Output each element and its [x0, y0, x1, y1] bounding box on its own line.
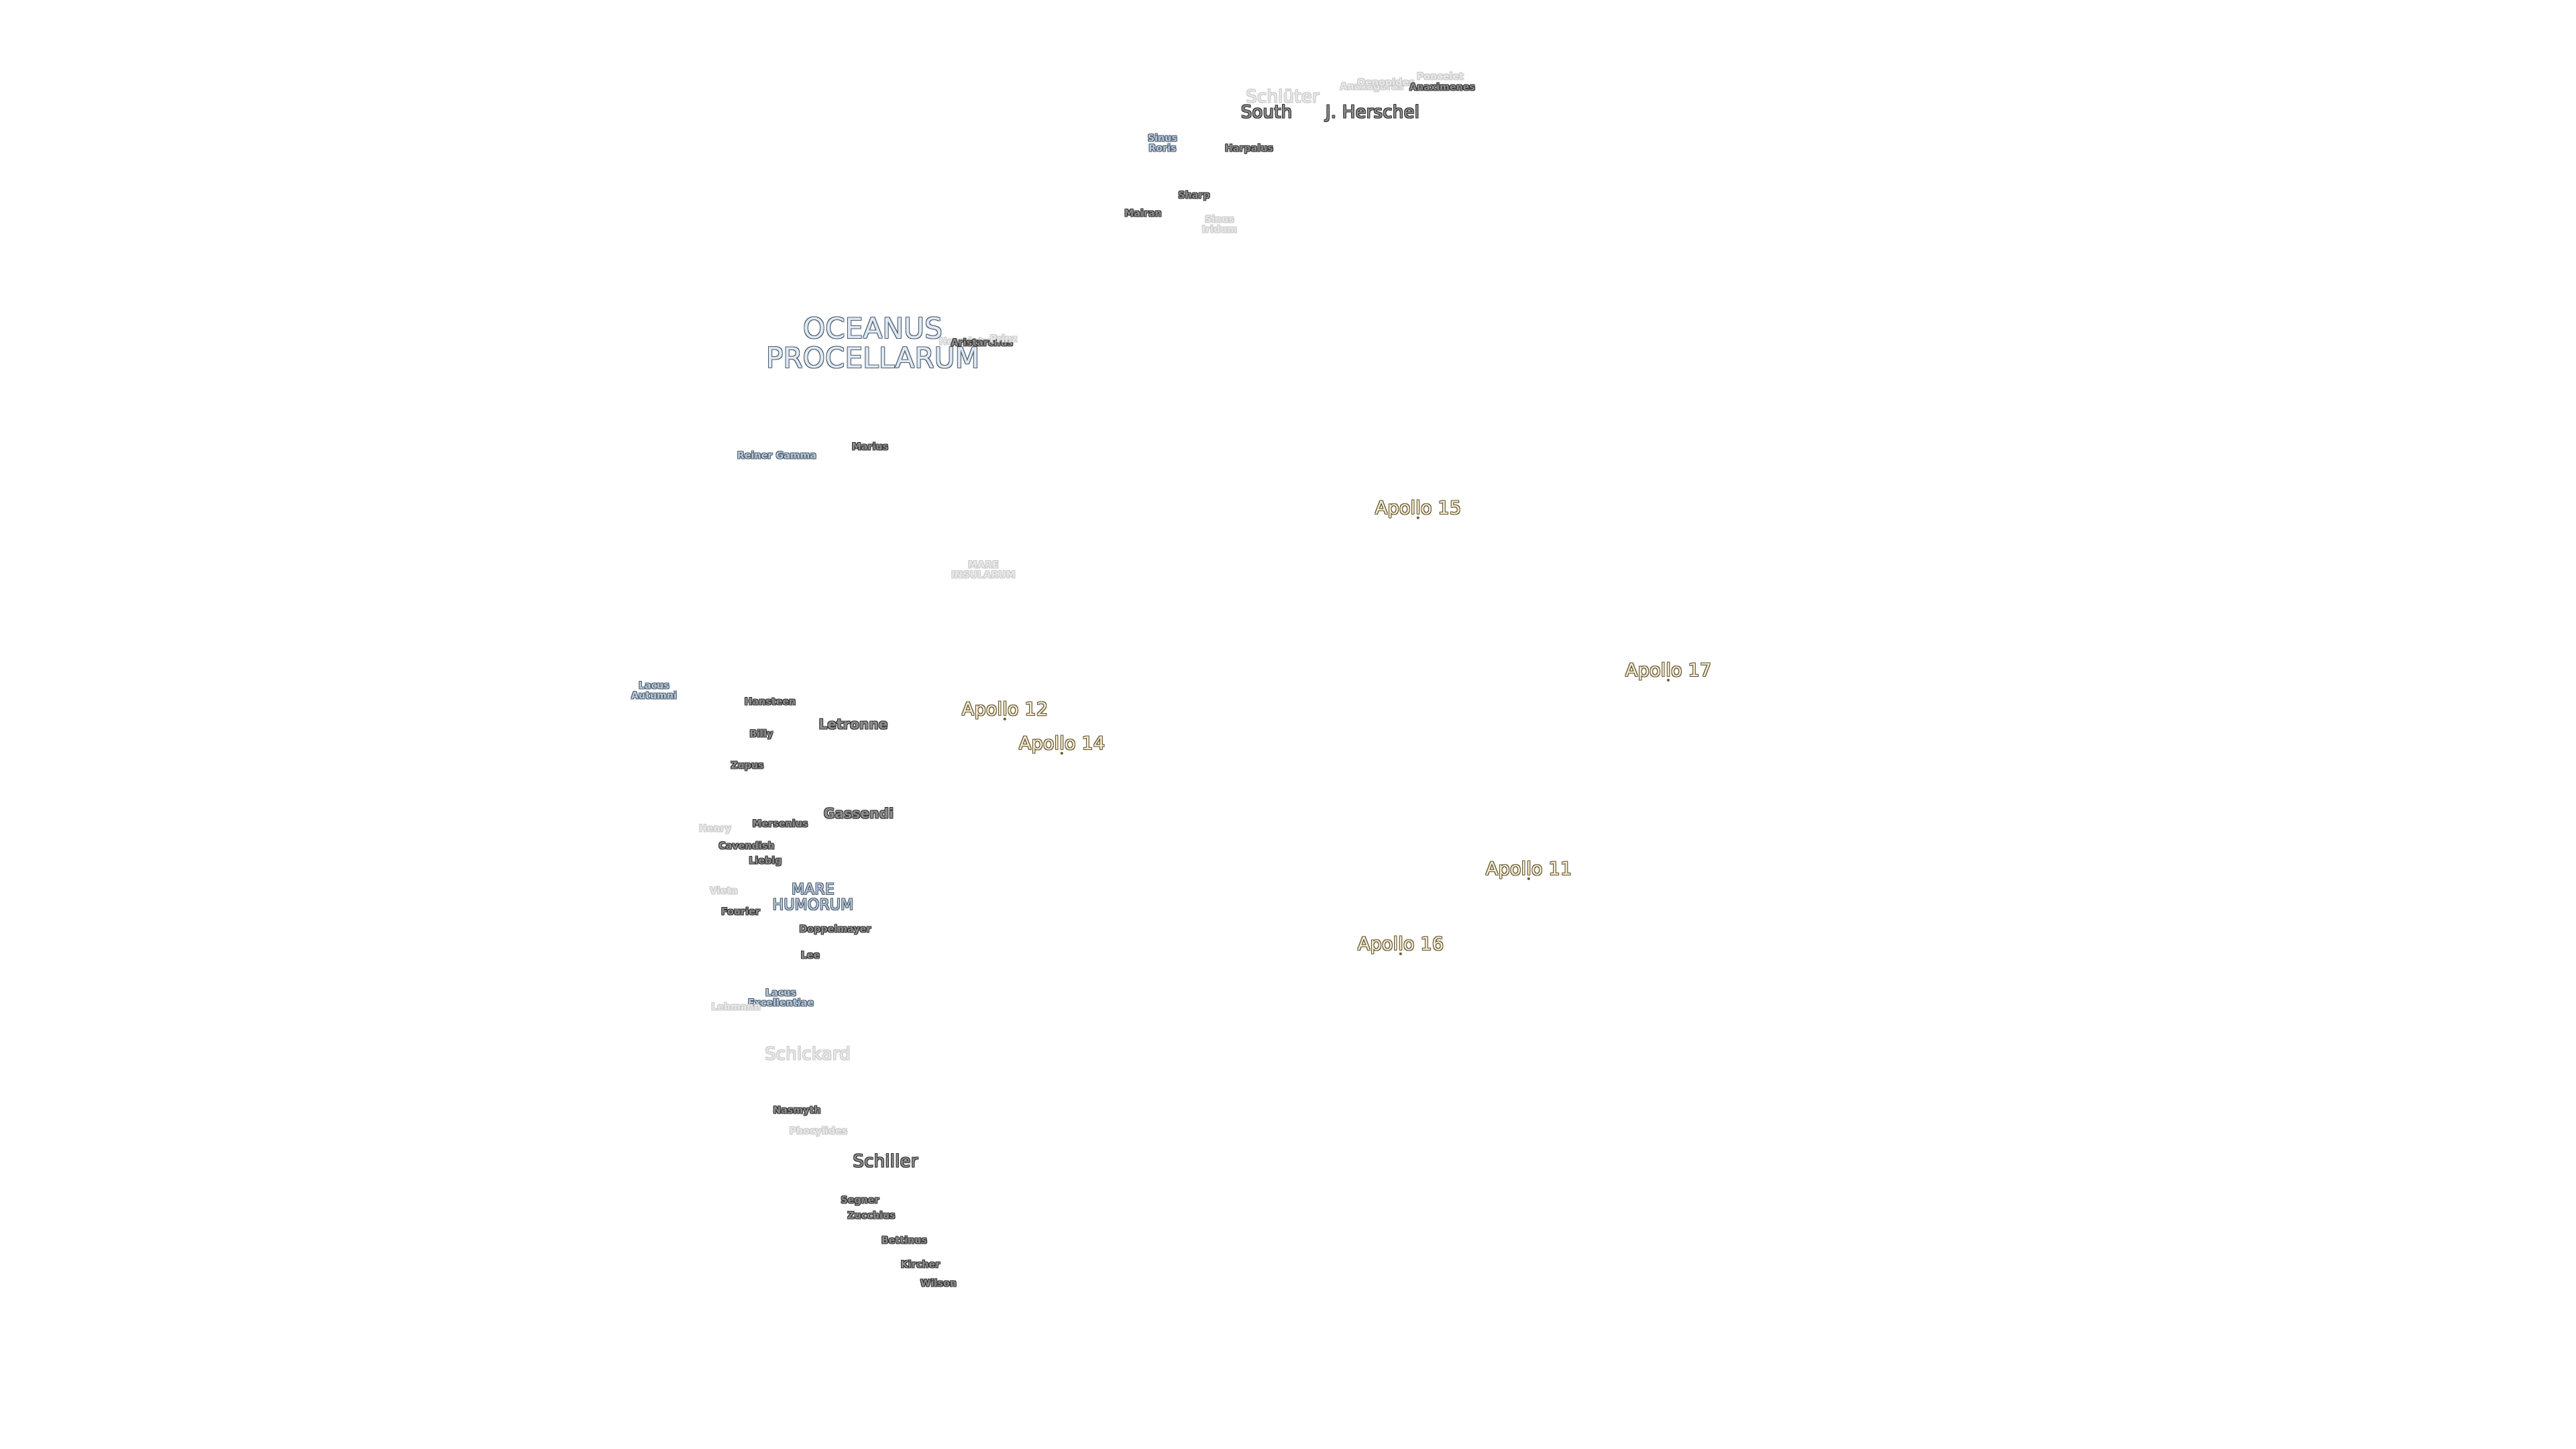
crater-label: Mairan	[1124, 208, 1162, 219]
crater-label: Schickard	[765, 1044, 851, 1065]
crater-label: Anaxagoras	[1340, 81, 1404, 93]
crater-label: Prinz	[989, 333, 1018, 345]
crater-label: Nasmyth	[773, 1105, 821, 1116]
crater-label: Aristarchus	[951, 337, 1014, 349]
crater-label: J. Herschel	[1325, 102, 1420, 123]
crater-label: Bettinus	[881, 1235, 928, 1246]
crater-label: Cavendish	[718, 841, 775, 852]
crater-label: Poncelet	[1416, 71, 1464, 83]
crater-label: Zucchius	[847, 1210, 896, 1222]
crater-label: Fourier	[720, 906, 761, 918]
crater-label: Liebig	[749, 855, 782, 867]
apollo-16-label: Apollo 16	[1357, 933, 1444, 956]
crater-label: Billy	[749, 729, 773, 740]
crater-label: Gassendi	[823, 805, 894, 822]
crater-label: Vieta	[709, 885, 739, 897]
crater-label: Wilson	[920, 1278, 957, 1289]
crater-label: Sharp	[1178, 190, 1210, 201]
apollo-12-label: Apollo 12	[961, 698, 1049, 721]
crater-label: Anaximenes	[1409, 82, 1475, 93]
apollo-15-label: Apollo 15	[1375, 497, 1462, 520]
feature-label: Reiner Gamma	[737, 450, 817, 462]
crater-label: Hansteen	[744, 696, 796, 708]
crater-label: Herodotus	[938, 336, 996, 347]
crater-label: Schlüter	[1246, 87, 1320, 107]
crater-label: Lee	[800, 950, 820, 961]
crater-label: Segner	[841, 1195, 879, 1206]
crater-label: Oenopides	[1357, 77, 1415, 89]
apollo-14-label: Apollo 14	[1018, 733, 1106, 755]
crater-label: Henry	[698, 823, 732, 835]
crater-label: Letronne	[818, 716, 888, 733]
crater-label: Lehmann	[711, 1002, 761, 1013]
crater-label: Harpalus	[1224, 143, 1274, 154]
apollo-11-label: Apollo 11	[1485, 858, 1572, 881]
crater-label: Doppelmayer	[799, 924, 871, 935]
crater-label: Phocylides	[789, 1126, 848, 1137]
crater-label: Kircher	[900, 1259, 941, 1271]
crater-label: Zupus	[731, 760, 764, 771]
crater-label: South	[1240, 102, 1293, 123]
crater-label: Schiller	[853, 1151, 918, 1172]
apollo-17-label: Apollo 17	[1625, 659, 1712, 682]
crater-label: Marius	[851, 441, 889, 453]
crater-label: Mersenius	[752, 818, 808, 830]
